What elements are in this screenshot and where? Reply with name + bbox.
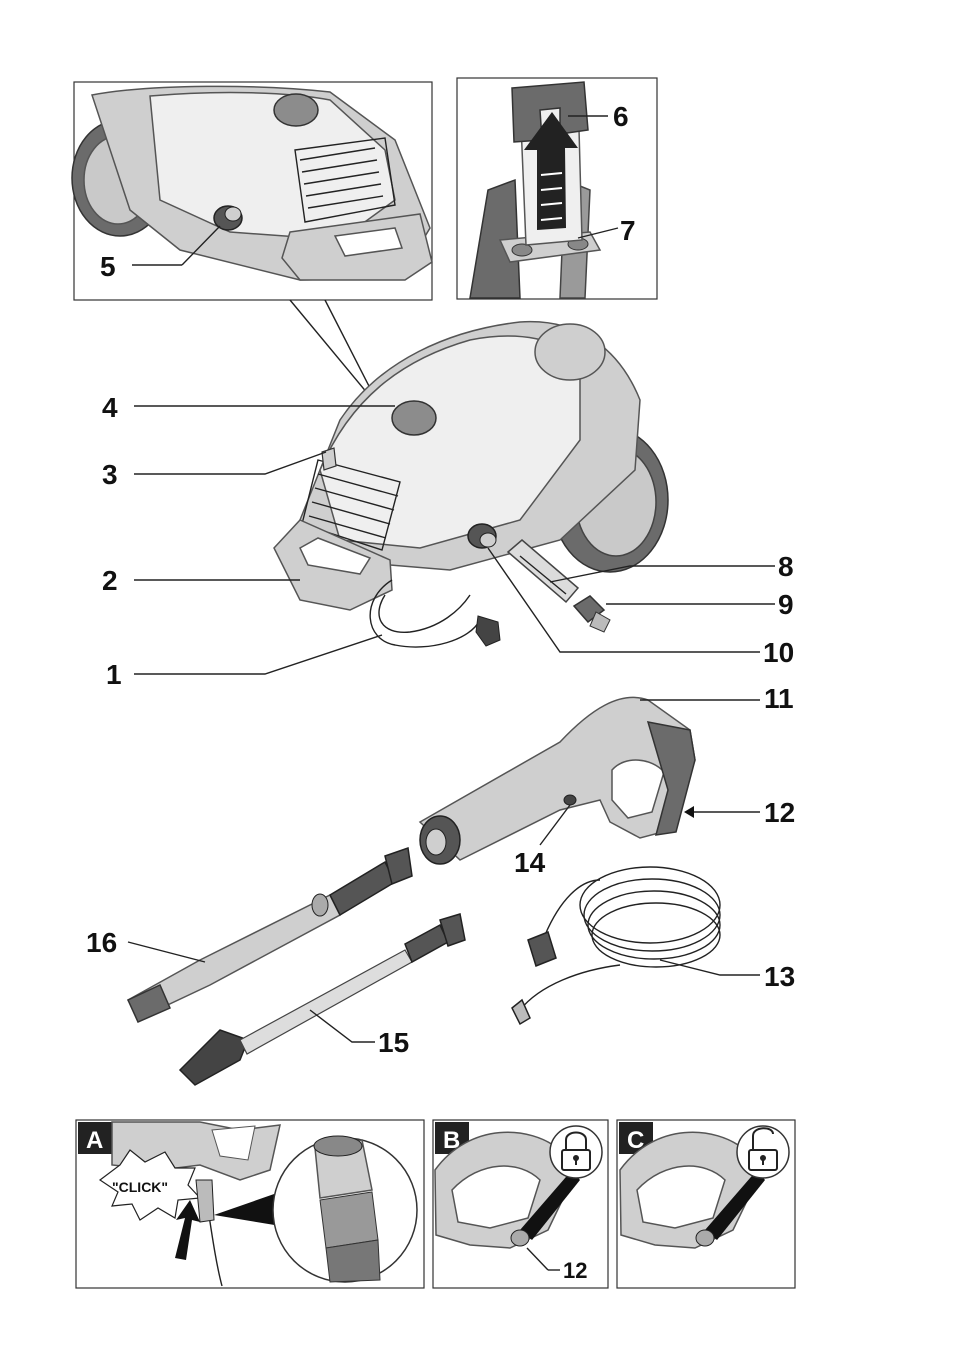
callout-7: 7 xyxy=(620,215,636,246)
water-inlet-inset xyxy=(214,206,242,230)
panel-a-letter: A xyxy=(86,1127,103,1154)
main-switch xyxy=(322,448,336,470)
inset-handle-detail: 6 7 xyxy=(457,78,657,299)
knob-inset xyxy=(274,94,318,126)
callout-8: 8 xyxy=(778,551,794,582)
high-pressure-hose xyxy=(512,867,720,1024)
panel-a-connect-hose: A "CLICK" xyxy=(76,1120,424,1288)
pressure-knob xyxy=(392,401,436,435)
lance-spring xyxy=(330,862,395,915)
callout-9: 9 xyxy=(778,589,794,620)
callout-4: 4 xyxy=(102,392,118,423)
hose-quick-coupling xyxy=(512,1000,530,1024)
callout-11: 11 xyxy=(764,683,794,714)
callout-16: 16 xyxy=(86,927,117,958)
trigger-lock-b xyxy=(511,1230,529,1246)
callout-3: 3 xyxy=(102,459,118,490)
padlock-open-icon xyxy=(737,1126,789,1178)
spray-gun xyxy=(420,697,695,864)
callout-13: 13 xyxy=(764,961,795,992)
spray-lance-15 xyxy=(180,914,465,1085)
high-pressure-outlet xyxy=(468,524,496,548)
power-plug xyxy=(476,616,500,646)
callout-15: 15 xyxy=(378,1027,409,1058)
callout-14: 14 xyxy=(514,847,546,878)
trigger-lock xyxy=(564,795,576,805)
hose-connector xyxy=(528,932,556,966)
dome-top xyxy=(535,324,605,380)
callout-12-panel-b: 12 xyxy=(563,1258,587,1283)
arrow-callout-12 xyxy=(684,806,694,818)
arrow-up-icon xyxy=(175,1200,200,1260)
callout-1: 1 xyxy=(106,659,122,690)
pressure-washer-main-unit xyxy=(274,322,668,647)
callout-5: 5 xyxy=(100,251,116,282)
hose-adapter xyxy=(574,596,610,632)
trigger-lock-c xyxy=(696,1230,714,1246)
panel-c-trigger-unlocked: C xyxy=(617,1120,795,1288)
callout-2: 2 xyxy=(102,565,118,596)
nozzle-cone xyxy=(180,1030,248,1085)
spray-lance-16 xyxy=(128,848,412,1022)
inset-rear-detail: 5 xyxy=(72,82,432,300)
callout-10: 10 xyxy=(763,637,794,668)
lance-coupling-15 xyxy=(405,925,448,962)
callout-12: 12 xyxy=(764,797,795,828)
callout-6: 6 xyxy=(613,101,629,132)
panel-b-trigger-locked: B 12 xyxy=(433,1120,608,1288)
padlock-closed-icon xyxy=(550,1126,602,1178)
click-label: "CLICK" xyxy=(112,1179,168,1195)
